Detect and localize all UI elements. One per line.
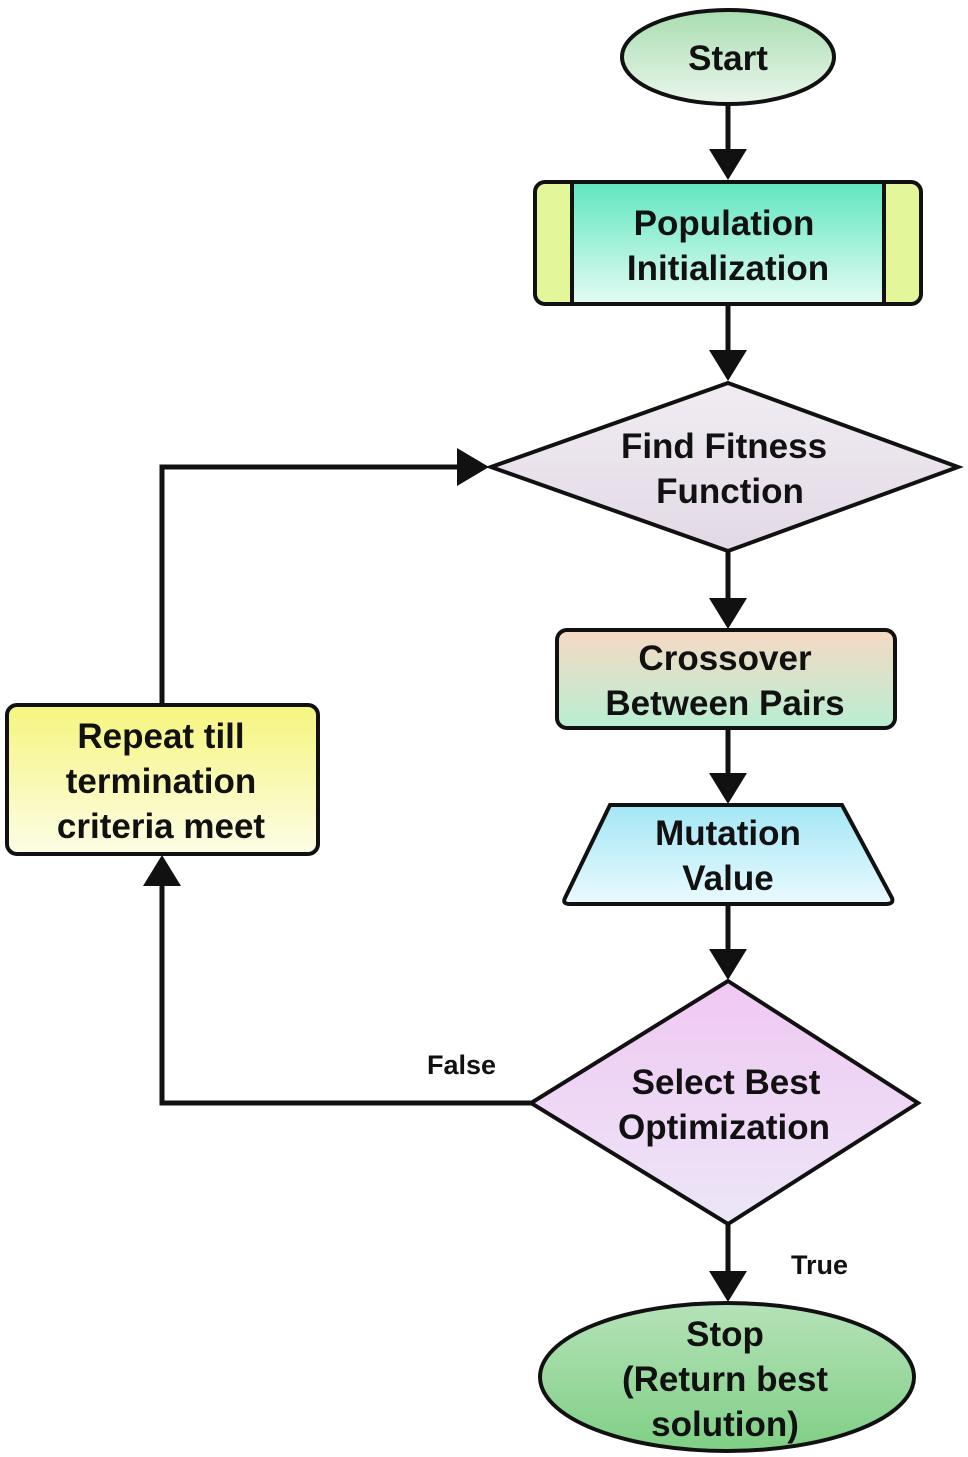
- edges: [143, 103, 747, 1302]
- fitness-line-2: Function: [656, 472, 804, 511]
- edge-repeat-fitness: [159, 464, 460, 703]
- arrowhead-fitness: [709, 350, 747, 381]
- population-line-2: Initialization: [627, 249, 829, 288]
- arrowhead-fitness-loop: [457, 448, 489, 486]
- repeat-node: Repeat till termination criteria meet: [5, 703, 320, 856]
- start-label: Start: [688, 39, 768, 78]
- edge-select-repeat: [159, 884, 531, 1106]
- arrowhead-mutation: [709, 773, 747, 804]
- population-line-1: Population: [634, 204, 815, 243]
- start-node: Start: [620, 8, 836, 106]
- select-line-2: Optimization: [618, 1108, 830, 1147]
- repeat-line-3: criteria meet: [57, 807, 266, 846]
- crossover-node: Crossover Between Pairs: [555, 628, 897, 730]
- stop-line-1: Stop: [686, 1315, 764, 1354]
- arrowhead-select: [709, 949, 747, 980]
- fitness-node: Find Fitness Function: [485, 380, 964, 554]
- repeat-line-1: Repeat till: [77, 717, 244, 756]
- crossover-line-1: Crossover: [638, 639, 812, 678]
- crossover-line-2: Between Pairs: [605, 684, 844, 723]
- repeat-line-2: termination: [66, 762, 257, 801]
- select-line-1: Select Best: [632, 1063, 821, 1102]
- true-label: True: [791, 1250, 848, 1280]
- stop-line-3: solution): [651, 1405, 799, 1444]
- stop-node: Stop (Return best solution): [538, 1301, 916, 1453]
- population-init-node: Population Initialization: [533, 180, 923, 306]
- select-node: Select Best Optimization: [527, 978, 922, 1227]
- fitness-line-1: Find Fitness: [621, 427, 827, 466]
- false-label: False: [427, 1050, 496, 1080]
- arrowhead-stop: [709, 1271, 747, 1302]
- mutation-line-1: Mutation: [655, 814, 801, 853]
- mutation-line-2: Value: [682, 859, 773, 898]
- stop-line-2: (Return best: [622, 1360, 828, 1399]
- arrowhead-repeat: [143, 855, 181, 886]
- mutation-node: Mutation Value: [562, 803, 895, 906]
- arrowhead-population: [709, 149, 747, 180]
- arrowhead-crossover: [709, 598, 747, 629]
